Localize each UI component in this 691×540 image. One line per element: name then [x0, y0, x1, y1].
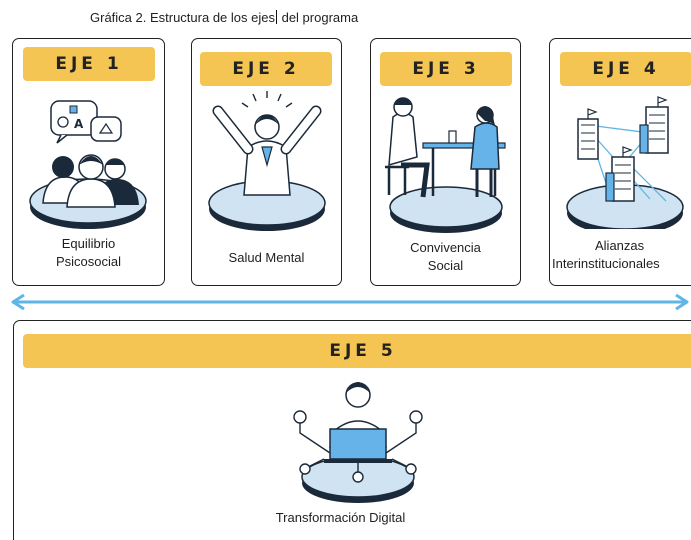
svg-text:A: A	[74, 117, 84, 131]
axis-title-4: EJE 4	[560, 52, 691, 86]
axis-title-1: EJE 1	[23, 47, 155, 81]
axis-label-2: Salud Mental	[228, 250, 305, 265]
axis-card-2: EJE 2 Salud Mental	[191, 38, 342, 286]
axis-title-2: EJE 2	[200, 52, 332, 86]
axis-label-5: Transformación Digital	[275, 510, 406, 525]
axis-card-5: EJE 5 Transformación Digital	[13, 320, 691, 540]
axis-title-3: EJE 3	[380, 52, 512, 86]
connected-buildings-icon	[566, 96, 684, 229]
people-discussion-icon: A	[29, 100, 147, 229]
axis-title-5: EJE 5	[23, 334, 691, 368]
text-cursor	[275, 10, 277, 24]
people-at-table-icon	[385, 97, 506, 233]
person-laptop-network-icon	[293, 382, 423, 503]
celebrating-person-icon	[208, 91, 326, 231]
double-arrow-connector	[11, 294, 689, 310]
figure-caption: Gráfica 2. Estructura de los ejes del pr…	[90, 10, 359, 25]
